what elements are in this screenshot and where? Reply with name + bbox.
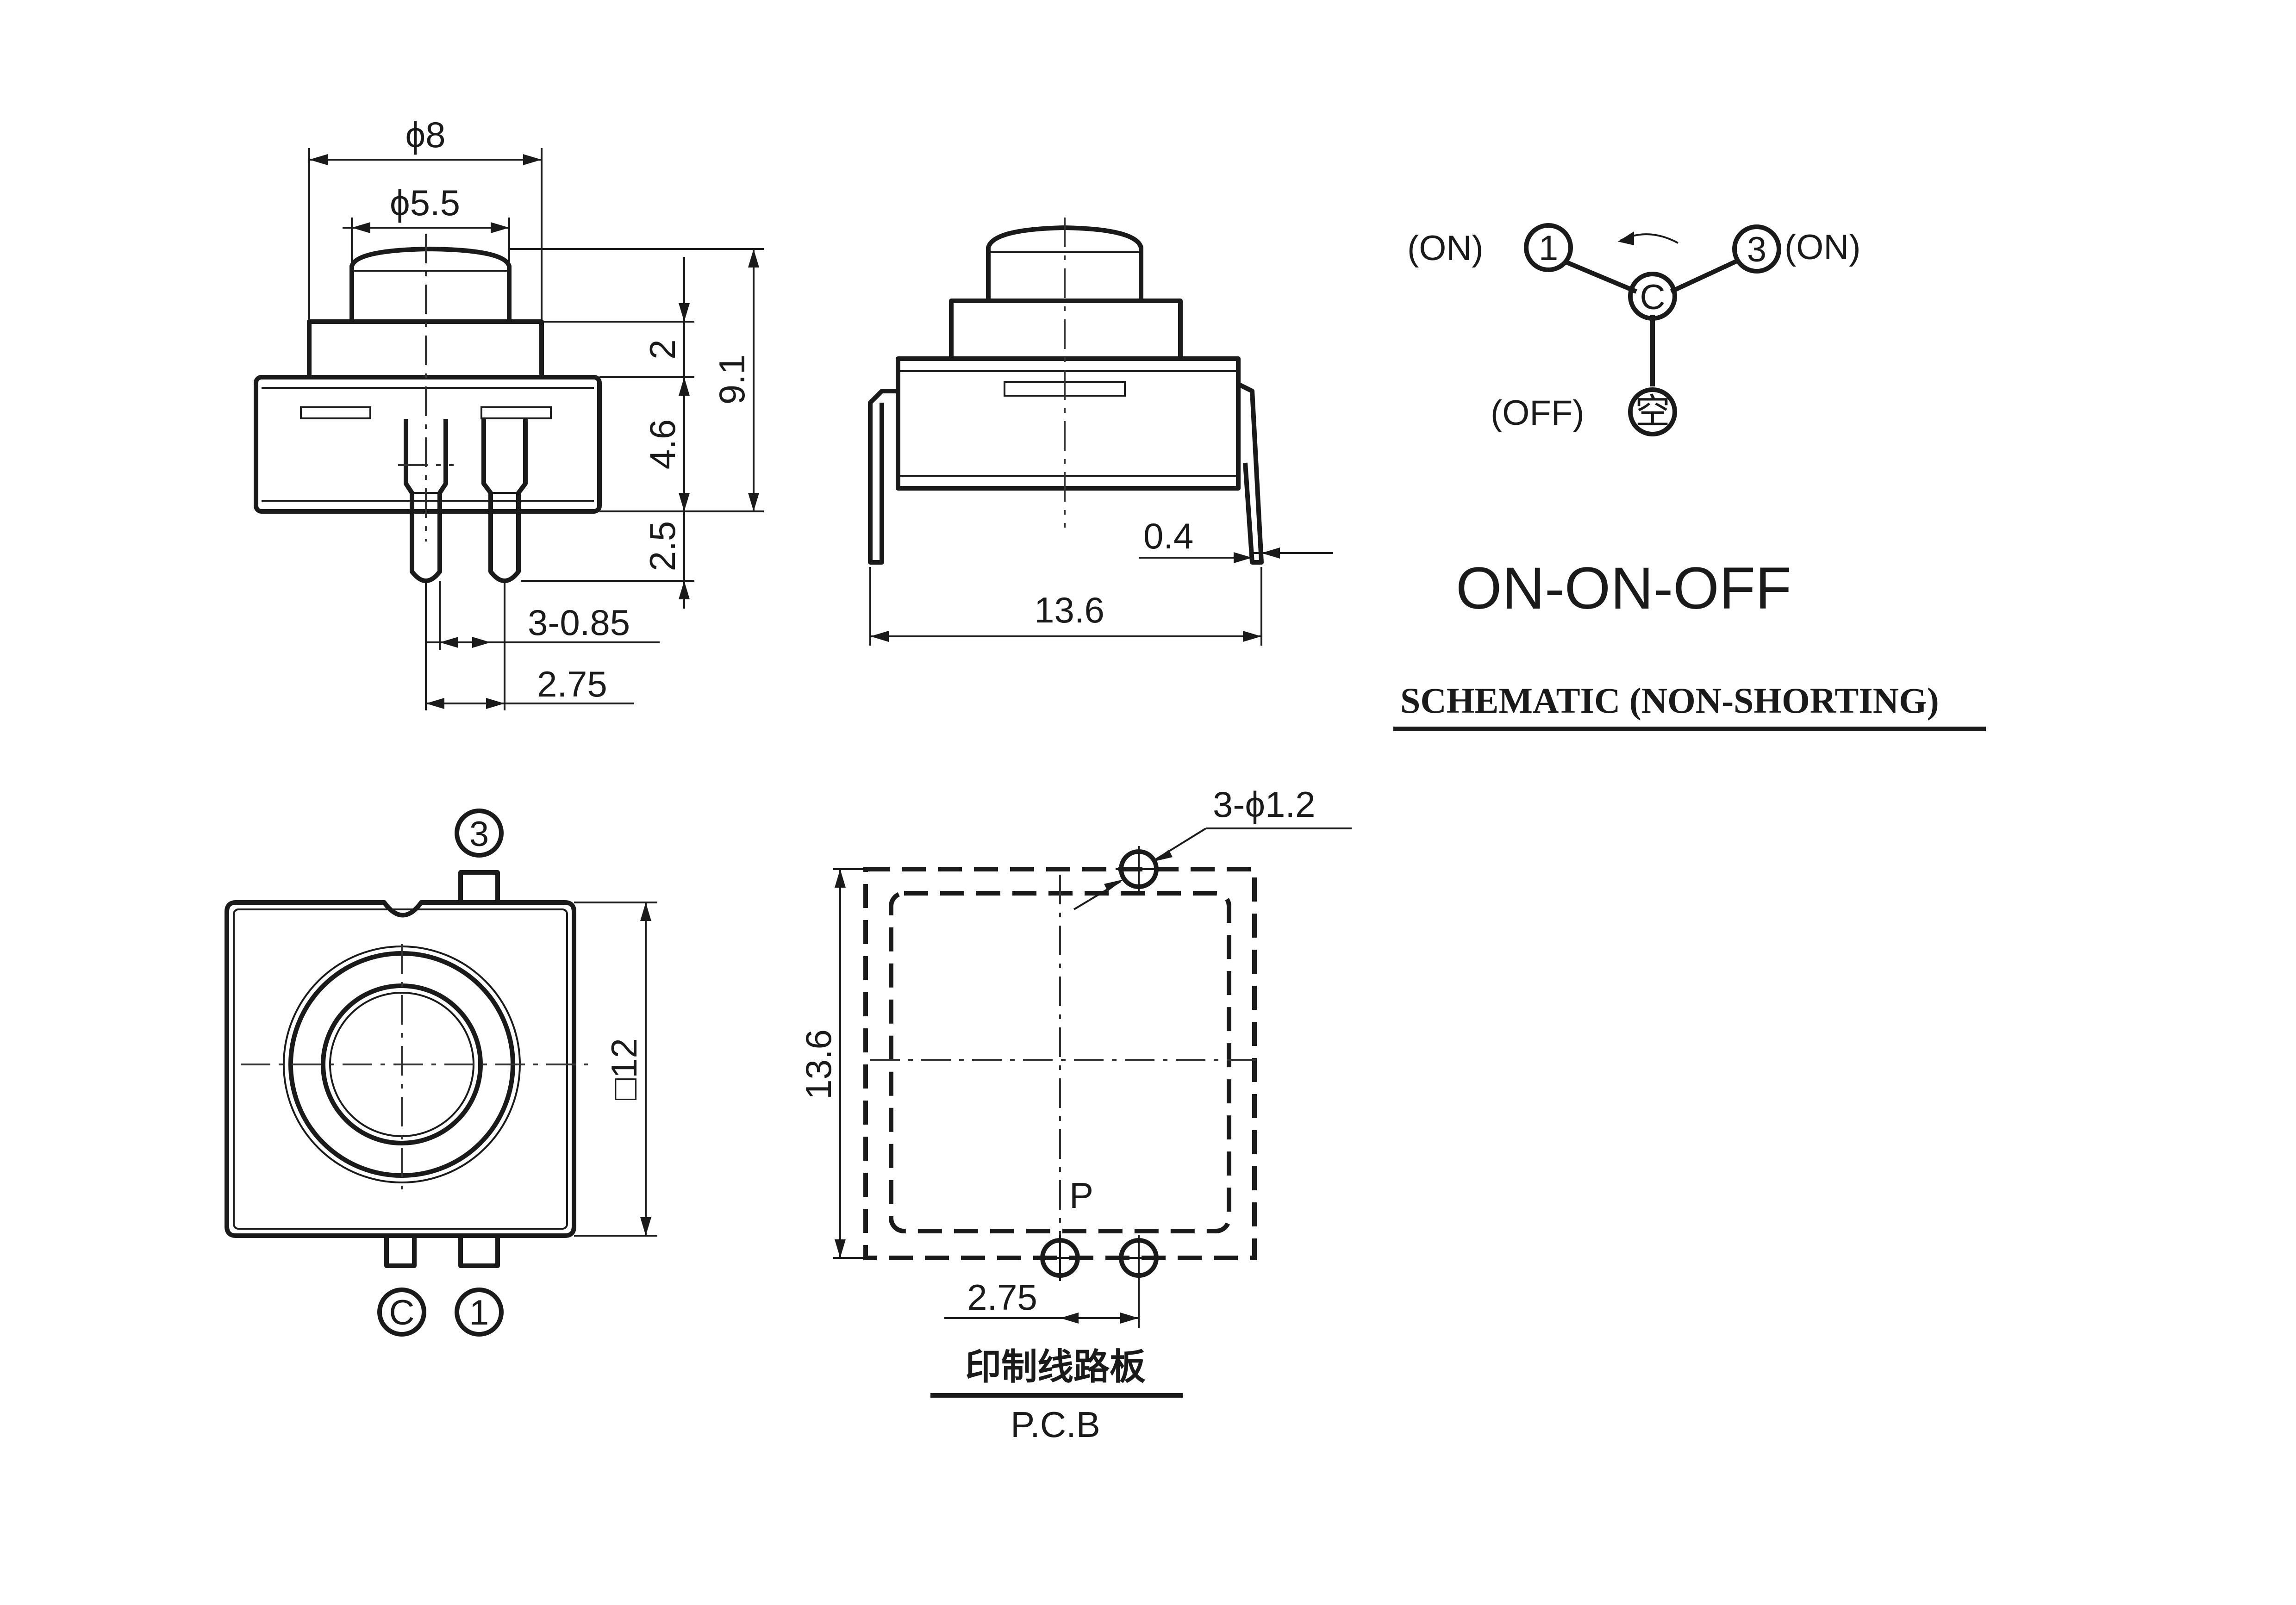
side-view-body: [254, 375, 602, 514]
pcb-label-p: P: [1069, 1175, 1093, 1216]
schematic-label-on-right: (ON): [1784, 228, 1861, 267]
schematic: 1 3 C 空 (ON) (ON) (OFF) ON-ON-OFF SCHEMA…: [1393, 223, 1986, 731]
schematic-terminal-3-label: 3: [1747, 230, 1766, 269]
schematic-terminal-common-label: C: [1640, 278, 1666, 317]
pcb-title-en: P.C.B: [1011, 1404, 1100, 1445]
front-view-body: [896, 356, 1241, 491]
schematic-title: SCHEMATIC (NON-SHORTING): [1400, 680, 1939, 721]
top-view-pin-label-c: C: [389, 1293, 415, 1332]
dim-pcb-pitch: 2.75: [967, 1277, 1037, 1318]
pcb-view: 3-ϕ1.2 13.6 P 2.75 印制线路板 P.C.B: [798, 784, 1352, 1445]
schematic-terminal-empty: [1628, 387, 1677, 436]
dim-inner-diameter: ϕ5.5: [390, 182, 460, 223]
schematic-terminal-empty-label: 空: [1635, 392, 1670, 431]
schematic-label-off: (OFF): [1491, 393, 1585, 433]
top-view-pin-3: [458, 870, 500, 905]
top-view-pin-1: [458, 1233, 500, 1268]
top-view-pin-label-1: 1: [469, 1293, 489, 1332]
front-view-shoulder: [949, 299, 1183, 361]
dim-holes: 3-ϕ1.2: [1213, 784, 1315, 825]
dim-pin-length: 2.5: [642, 521, 683, 571]
schematic-terminal-3: [1732, 224, 1781, 274]
dim-lead-thickness: 0.4: [1143, 516, 1193, 556]
dim-square: □12: [604, 1038, 644, 1100]
schematic-mode: ON-ON-OFF: [1456, 555, 1791, 622]
dim-pin-pitch: 2.75: [537, 664, 607, 704]
top-view: 3 C 1 □12: [225, 809, 657, 1337]
pcb-title-cn: 印制线路板: [965, 1346, 1146, 1388]
pcb-hole-top: [1116, 846, 1162, 892]
side-view: ϕ8 ϕ5.5 2 4.6 2.5 9.1 3-0.85: [254, 114, 764, 710]
dim-cap-height: 2: [642, 339, 683, 359]
dim-front-width: 13.6: [1034, 590, 1104, 630]
dim-pin-width: 3-0.85: [528, 602, 630, 643]
top-view-body: [225, 900, 576, 1238]
schematic-terminal-1: [1524, 223, 1573, 272]
dim-outer-diameter: ϕ8: [405, 114, 445, 155]
top-view-pin-c: [384, 1233, 417, 1268]
pcb-outline-outer: [863, 867, 1257, 1260]
schematic-terminal-1-label: 1: [1539, 229, 1558, 268]
top-view-pin-label-3: 3: [469, 815, 489, 854]
front-view-lead-right: [1237, 382, 1264, 565]
pcb-hole-p: [1037, 1235, 1083, 1281]
schematic-terminal-common: [1628, 272, 1677, 321]
front-view: 0.4 13.6: [868, 218, 1333, 646]
dim-pcb-size: 13.6: [798, 1029, 839, 1100]
dim-total-height: 9.1: [711, 355, 752, 404]
side-view-cap: [349, 247, 512, 324]
dim-body-height: 4.6: [642, 419, 683, 469]
schematic-label-on-left: (ON): [1407, 229, 1484, 268]
pcb-hole-right: [1116, 1235, 1162, 1281]
front-view-lead-left: [868, 389, 898, 565]
